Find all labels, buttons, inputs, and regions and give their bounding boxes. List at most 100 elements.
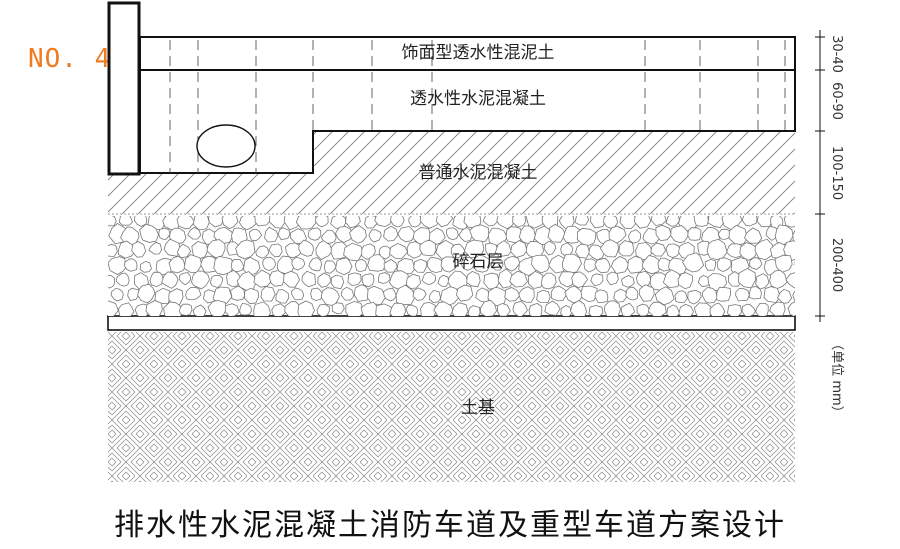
gravel-stone [636, 303, 651, 316]
gravel-stone [368, 229, 382, 243]
gravel-stone [716, 286, 732, 302]
gravel-stone [510, 240, 528, 258]
gravel-stone [360, 301, 380, 316]
gravel-stone [390, 216, 405, 228]
gravel-stone [635, 270, 651, 288]
gravel-stone [625, 286, 639, 301]
gravel-stone [260, 286, 276, 302]
gravel-stone [665, 216, 680, 227]
gravel-stone [650, 216, 667, 227]
gravel-stone [307, 227, 322, 241]
gravel-stone [665, 243, 682, 259]
gravel-stone [285, 242, 303, 259]
gravel-stone [496, 216, 516, 230]
gravel-stone [315, 240, 333, 260]
gravel-stone [412, 287, 427, 301]
gravel-stone [298, 239, 314, 257]
gravel-stone [408, 216, 423, 228]
gravel-stone [295, 216, 318, 230]
gravel-stone [367, 254, 387, 272]
gravel-stone [108, 275, 116, 289]
gravel-stone [518, 286, 535, 303]
layer-label: 碎石层 [453, 252, 504, 272]
dimension-label: 100-150 [829, 146, 844, 200]
gravel-stone [787, 301, 795, 316]
gravel-stone [340, 286, 355, 301]
gravel-stone [131, 241, 147, 258]
gravel-stone [235, 239, 256, 260]
gravel-stone [748, 286, 762, 300]
gravel-stone [544, 300, 561, 316]
gravel-stone [682, 252, 705, 273]
gravel-stone [590, 273, 604, 287]
gravel-stone [178, 303, 193, 316]
gravel-stone [221, 216, 239, 230]
gravel-stone [550, 285, 567, 302]
gravel-stone [528, 302, 543, 316]
gravel-stone [627, 229, 642, 244]
gravel-stone [497, 268, 515, 289]
dimension-line [815, 30, 825, 322]
gravel-stone [562, 225, 582, 244]
gravel-stone [792, 229, 795, 244]
gravel-stone [494, 240, 512, 258]
gravel-stone [242, 256, 261, 276]
gravel-stone [777, 288, 793, 304]
gravel-stone [678, 303, 694, 316]
gravel-stone [383, 258, 398, 273]
gravel-stone [383, 287, 397, 302]
gravel-stone [613, 288, 628, 303]
gravel-stone [377, 272, 391, 284]
gravel-stone [620, 302, 636, 316]
gravel-stone [127, 287, 140, 301]
gravel-stone [792, 290, 795, 303]
gravel-stone [619, 216, 637, 229]
gravel-stone [308, 257, 323, 272]
gravel-stone [334, 226, 353, 244]
gravel-stone [158, 227, 171, 240]
gravel-stone [433, 301, 454, 316]
gravel-stone [210, 274, 223, 289]
gravel-stone [450, 243, 466, 259]
gravel-stone [406, 241, 423, 259]
gravel-stone [331, 302, 345, 315]
gravel-stone [395, 284, 416, 306]
gravel-stone [117, 240, 136, 259]
gravel-stone [655, 224, 672, 242]
gravel-stone [347, 272, 362, 286]
gravel-stone [420, 301, 437, 316]
gravel-stone [366, 285, 387, 306]
gravel-stone [558, 271, 576, 288]
gravel-stone [543, 240, 557, 256]
gravel-stone [580, 285, 598, 303]
gravel-stone [548, 254, 567, 274]
gravel-stone [666, 304, 681, 316]
gravel-stone [255, 245, 270, 259]
gravel-stone [192, 304, 207, 316]
gravel-stone [316, 303, 330, 316]
gravel-stone [405, 273, 422, 289]
gravel-stone [570, 300, 588, 316]
gravel-stone [741, 216, 758, 227]
layer-label: 普通水泥混凝土 [419, 163, 538, 183]
gravel-stone [727, 304, 742, 316]
gravel-stone [149, 271, 165, 288]
gravel-stone [200, 255, 219, 273]
gravel-stone [531, 254, 551, 274]
gravel-stone [345, 300, 365, 316]
gravel-stone [654, 286, 675, 306]
gravel-stone [139, 223, 159, 243]
gravel-stone [717, 228, 731, 240]
drain-pipe [196, 124, 256, 168]
gravel-stone [451, 302, 469, 316]
gravel-stone [269, 216, 287, 229]
gravel-stone [709, 302, 726, 316]
gravel-stone [590, 216, 607, 229]
gravel-stone [148, 241, 163, 255]
gravel-stone [163, 238, 181, 257]
gravel-stone [670, 225, 690, 244]
gravel-stone [364, 216, 378, 229]
gravel-stone [560, 242, 574, 257]
gravel-stone [176, 216, 196, 230]
